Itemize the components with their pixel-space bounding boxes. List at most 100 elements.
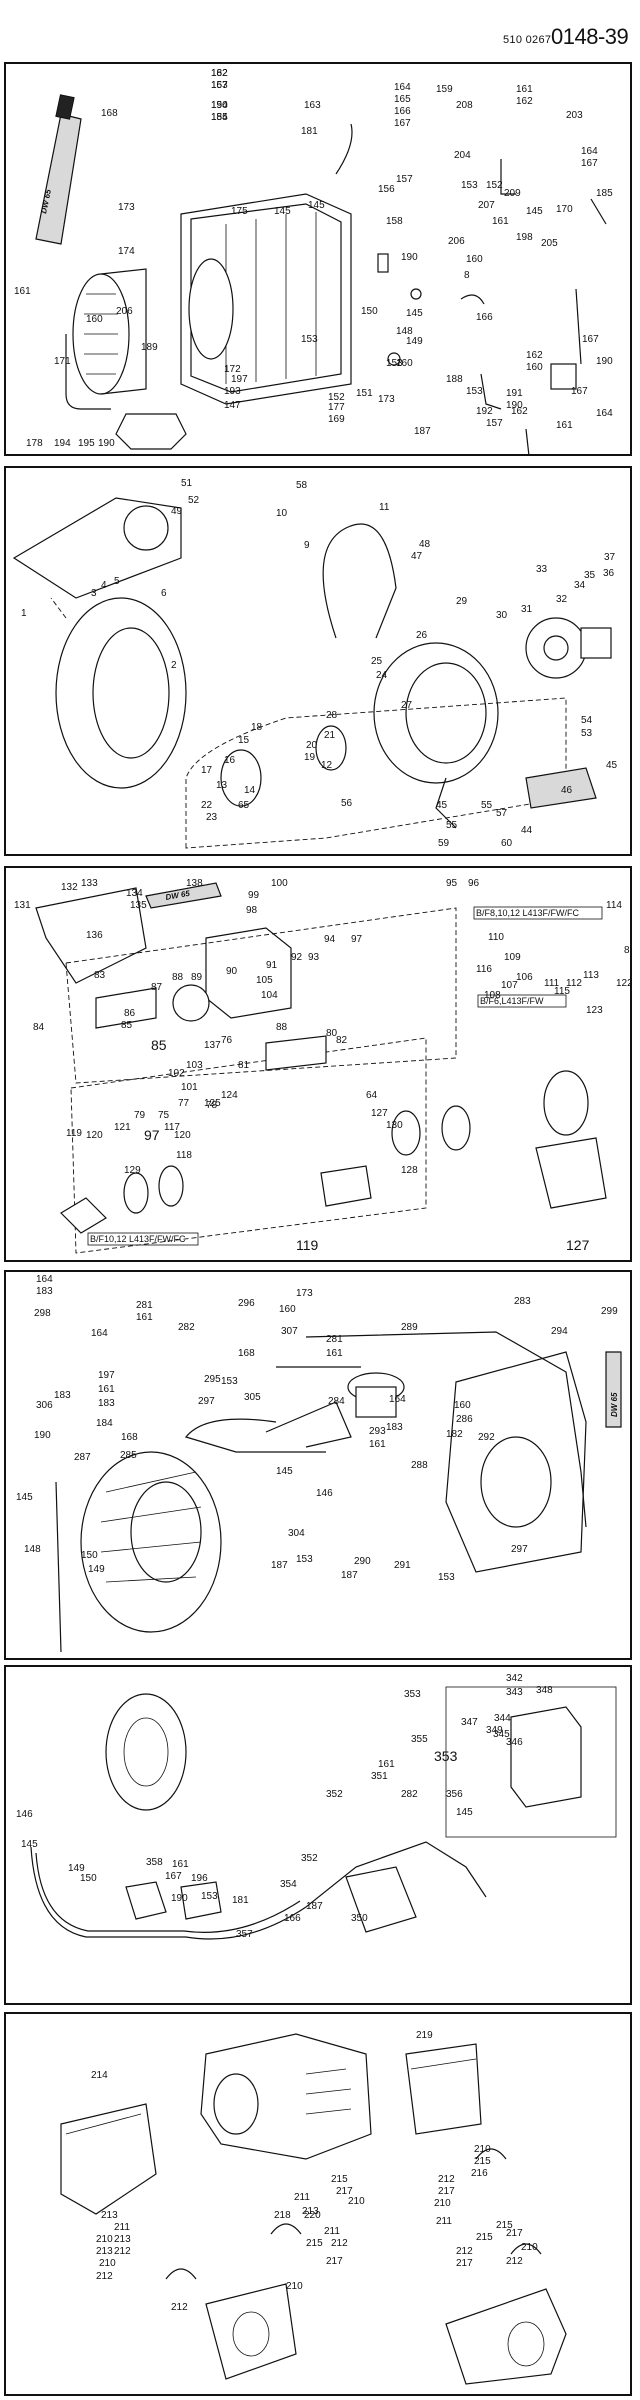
group-callout: 119	[296, 1237, 319, 1253]
group-callout: 353	[434, 1748, 458, 1764]
part-callout: 203	[566, 110, 583, 121]
air-duct-left	[60, 2103, 157, 2215]
part-callout: 281	[136, 1300, 153, 1311]
pulley-cover	[50, 597, 187, 789]
part-callout: 212	[331, 2238, 348, 2249]
part-callout: 206	[116, 306, 133, 317]
part-callout: 101	[181, 1082, 198, 1093]
document-prefix: 510 0267	[503, 34, 552, 46]
part-callout: 210	[474, 2144, 491, 2155]
part-callout: 164	[389, 1394, 406, 1405]
part-callout: 148	[24, 1544, 41, 1555]
variant-label-3: B/F10,12 L413F/FW/FC	[90, 1234, 186, 1244]
cooling-fan-housing	[180, 193, 352, 405]
part-callout: 135	[130, 900, 147, 911]
part-callout: 342	[506, 1673, 523, 1684]
part-callout: 282	[401, 1789, 418, 1800]
tube-brand-label-3: DW 65	[165, 889, 191, 902]
part-callout: 47	[411, 551, 423, 562]
part-callout: 347	[461, 1717, 478, 1728]
part-callout: 117	[164, 1122, 180, 1133]
part-callout: 150	[361, 306, 378, 317]
part-callout: 182	[446, 1429, 463, 1440]
part-callout: 33	[536, 564, 548, 575]
part-callout: 125	[204, 1098, 221, 1109]
part-callout: 91	[266, 960, 278, 971]
part-callout: 151	[356, 388, 373, 399]
tube-brand-label-4: DW 65	[610, 1392, 619, 1417]
part-callout: 85	[121, 1020, 133, 1031]
part-callout: 116	[476, 964, 492, 975]
part-callout: 145	[276, 1466, 293, 1477]
part-callout: 167	[571, 386, 588, 397]
part-callout: 146	[316, 1488, 333, 1499]
part-callout: 57	[496, 808, 508, 819]
part-callout: 83	[94, 970, 106, 981]
part-callout: 145	[16, 1492, 33, 1503]
part-callout: 173	[118, 202, 135, 213]
part-callout: 182	[211, 68, 228, 79]
part-callout: 113	[583, 970, 599, 981]
part-callout: 131	[14, 900, 31, 911]
part-callout: 161	[326, 1348, 343, 1359]
part-callout: 25	[371, 656, 383, 667]
part-callout: 106	[516, 972, 533, 983]
part-callout: 93	[308, 952, 320, 963]
part-callout: 48	[419, 539, 431, 550]
part-callout: 152	[328, 392, 345, 403]
part-callout: 172	[224, 364, 241, 375]
part-callout: 167	[211, 80, 228, 91]
part-callout: 215	[476, 2232, 493, 2243]
part-callout: 289	[401, 1322, 418, 1333]
part-callout: 211	[324, 2226, 340, 2237]
part-callout: 80	[326, 1028, 338, 1039]
part-callout: 190	[34, 1430, 51, 1441]
part-callout: 32	[556, 594, 568, 605]
part-callout: 161	[14, 286, 31, 297]
part-callout: 100	[271, 878, 288, 889]
part-callout: 161	[556, 420, 573, 431]
part-callout: 210	[96, 2234, 113, 2245]
part-callout: 12	[321, 760, 333, 771]
part-callout: 137	[204, 1040, 221, 1051]
part-callout: 205	[541, 238, 558, 249]
part-callout: 167	[581, 158, 598, 169]
part-callout: 150	[80, 1873, 97, 1884]
part-callout: 169	[328, 414, 345, 425]
part-callout: 183	[386, 1422, 403, 1433]
part-callout: 284	[328, 1396, 345, 1407]
panel-1-callouts: 1621671901841631641651661671681811592082…	[14, 68, 613, 449]
part-callout: 9	[304, 540, 310, 551]
part-callout: 190	[596, 356, 613, 367]
part-callout: 19	[304, 752, 316, 763]
part-callout: 20	[306, 740, 318, 751]
part-callout: 166	[394, 106, 411, 117]
part-callout: 171	[54, 356, 71, 367]
part-callout: 210	[99, 2258, 116, 2269]
part-callout: 95	[446, 878, 458, 889]
part-callout: 99	[248, 890, 260, 901]
part-callout: 177	[328, 402, 345, 413]
part-callout: 6	[161, 588, 167, 599]
part-callout: 82	[336, 1035, 348, 1046]
part-callout: 75	[158, 1110, 170, 1121]
part-callout: 16	[224, 755, 236, 766]
part-callout: 211	[294, 2192, 310, 2203]
part-callout: 122	[616, 978, 630, 989]
part-callout: 65	[238, 800, 250, 811]
part-callout: 145	[406, 308, 423, 319]
part-callout: 288	[411, 1460, 428, 1471]
part-callout: 90	[226, 966, 238, 977]
part-callout: 212	[171, 2302, 188, 2313]
part-callout: 346	[506, 1737, 523, 1748]
part-callout: 215	[331, 2174, 348, 2185]
part-callout: 156	[378, 184, 395, 195]
small-fittings	[377, 159, 607, 454]
part-callout: 34	[574, 580, 586, 591]
part-callout: 14	[244, 785, 256, 796]
part-callout: 166	[476, 312, 493, 323]
part-callout: 190	[98, 438, 115, 449]
part-callout: 212	[114, 2246, 131, 2257]
part-callout: 149	[88, 1564, 105, 1575]
